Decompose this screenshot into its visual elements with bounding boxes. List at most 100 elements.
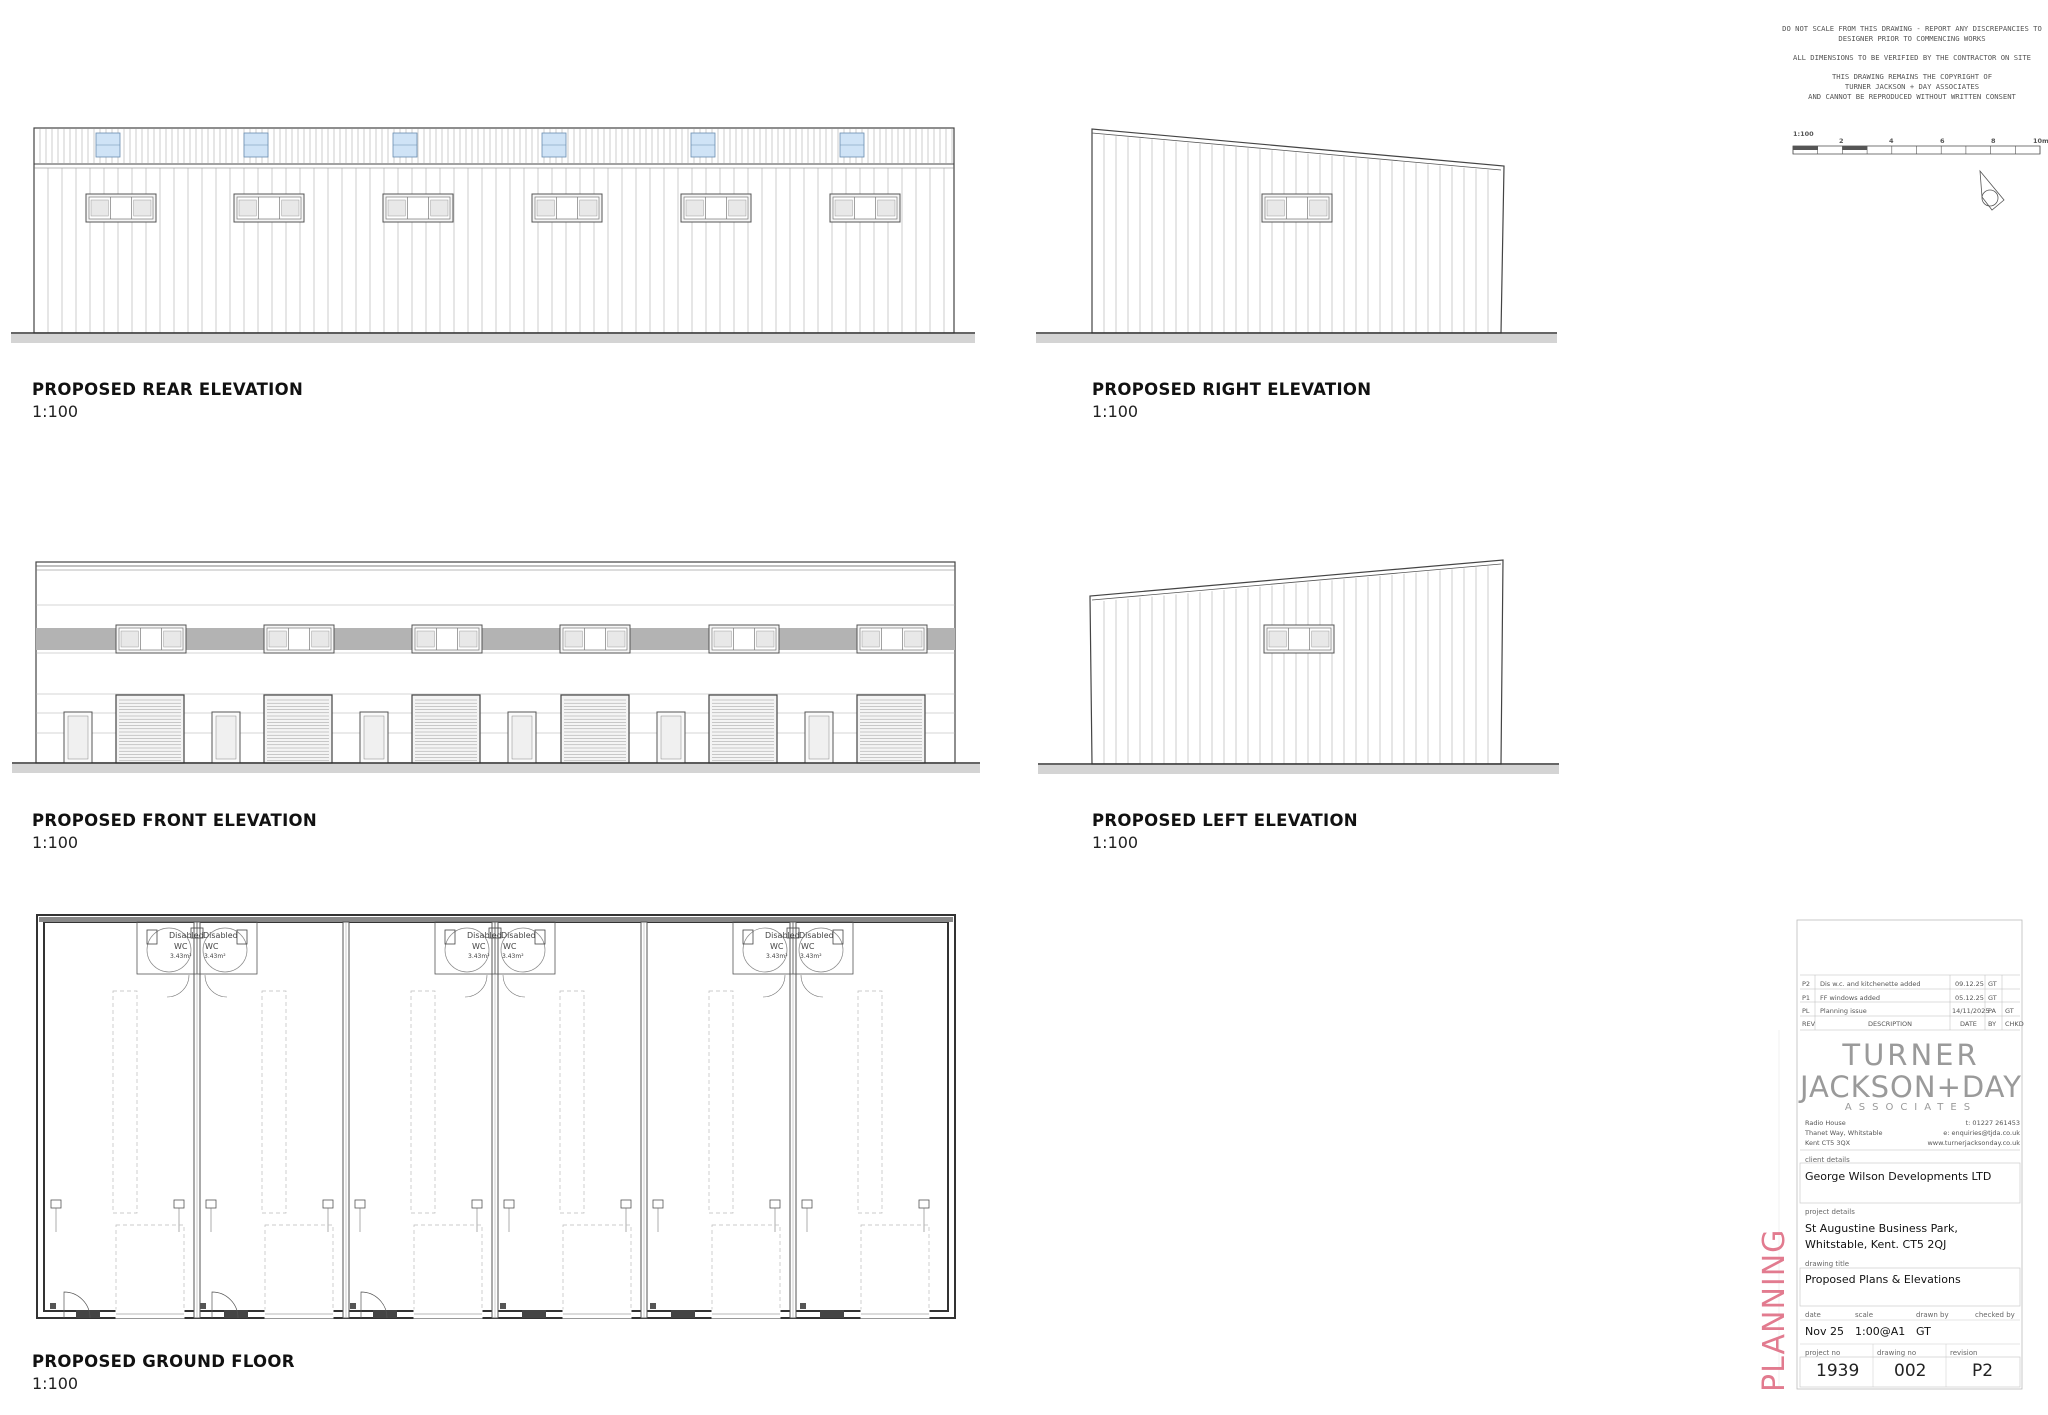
room-label: WC [205,942,219,951]
window-sash [120,630,139,648]
project-no-label: project no [1805,1349,1841,1357]
room-label: WC [503,942,517,951]
room-label: 3.43m² [204,953,226,960]
drawing-title-value: Proposed Plans & Elevations [1805,1273,1961,1286]
project-no-value: 1939 [1816,1361,1860,1381]
door-panel [363,715,385,760]
basin [488,927,502,939]
window-sash [877,199,896,217]
rear-elevation-title: PROPOSED REAR ELEVATION [32,380,304,399]
room-label: 3.43m² [502,953,524,960]
room-label: 3.43m² [170,953,192,960]
numbers-box [1799,1356,2021,1388]
door-panel [808,715,830,760]
window-sash [459,630,478,648]
room-label: Disabled [203,931,238,940]
title-block-lines [1778,145,2041,1390]
title-block-border [1796,919,2023,1390]
pier [373,1310,397,1318]
door-swing [800,974,824,998]
room-label: Disabled [169,931,204,940]
wc-pan [832,929,844,945]
turning-circle [742,927,788,973]
right-elevation-scale: 1:100 [1092,402,1139,421]
revision-row-description: Planning issue [1820,1007,1867,1015]
drawing-no-value: 002 [1894,1361,1927,1381]
revision-row-date: 09.12.25 [1955,980,1984,988]
client-value: George Wilson Developments LTD [1805,1170,1992,1183]
column [50,1303,56,1309]
client-label: client details [1805,1156,1850,1164]
window-sash [311,630,330,648]
window-sash [904,630,923,648]
window-sash [281,199,300,217]
entrance-door-swing [211,1291,239,1319]
revision-row-by: GT [1988,994,1997,1002]
scale-bar-ratio: 1:100 [1793,130,1814,138]
scale-fill [1793,146,1818,150]
room-label: Disabled [467,931,502,940]
note-line: DESIGNER PRIOR TO COMMENCING WORKS [1838,34,1986,43]
left-elevation-title: PROPOSED LEFT ELEVATION [1092,811,1358,830]
revision-row-rev: P1 [1802,994,1811,1002]
window-sash [387,199,406,217]
revision-header-by: BY [1988,1020,1997,1028]
project-line-2: Whitstable, Kent. CT5 2QJ [1805,1238,1947,1251]
drawing-title-label: drawing title [1805,1260,1850,1268]
project-label: project details [1805,1208,1855,1216]
window-sash [133,199,152,217]
revision-header-chkd: CHKD [2005,1020,2024,1028]
drawn-by-label: drawn by [1916,1311,1949,1319]
wc-pan [534,929,546,945]
room-label: Disabled [799,931,834,940]
scale-tick: 8 [1991,137,1996,145]
door-swing [166,974,190,998]
window-sash [756,630,775,648]
storage-zone [708,990,734,1214]
ground-strip [1036,334,1557,343]
entrance-door-swing [360,1291,388,1319]
wall-fill [39,917,953,922]
project-line-1: St Augustine Business Park, [1805,1222,1958,1235]
date-label: date [1805,1311,1821,1319]
basin [786,927,800,939]
window-sash [728,199,747,217]
revision-header-description: DESCRIPTION [1868,1020,1912,1028]
revision-row-by: PA [1988,1007,1996,1015]
door-panel [215,715,237,760]
window-sash [416,630,435,648]
pier [224,1310,248,1318]
contact-line: t: 01227 261453 [1965,1119,2020,1127]
address-line: Radio House [1805,1119,1846,1127]
room-label: Disabled [501,931,536,940]
wc-pan [444,929,456,945]
ground-strip [1038,765,1559,774]
window-sash [713,630,732,648]
turning-circle [798,927,844,973]
column [800,1303,806,1309]
revision-label: revision [1950,1349,1978,1357]
door-panel [67,715,89,760]
drawing-notes: DO NOT SCALE FROM THIS DRAWING - REPORT … [1782,24,2042,102]
building-outline [35,561,956,764]
drawing-no-label: drawing no [1877,1349,1917,1357]
revision-row-rev: P2 [1802,980,1811,988]
window-sash [268,630,287,648]
room-label: 3.43m² [766,953,788,960]
note-line: DO NOT SCALE FROM THIS DRAWING - REPORT … [1782,24,2042,33]
door-panel [511,715,533,760]
drawing-title-box [1799,1267,2021,1307]
room-label: WC [174,942,188,951]
room-label: 3.43m² [468,953,490,960]
date-value: Nov 25 [1805,1325,1844,1338]
basin [190,927,204,939]
window-sash [607,630,626,648]
window-sash [1311,630,1330,648]
front-elevation-title: PROPOSED FRONT ELEVATION [32,811,317,830]
room-label: Disabled [765,931,800,940]
room-label: WC [801,942,815,951]
brand-line-1: TURNER [1842,1038,1980,1072]
revision-value: P2 [1972,1361,1994,1381]
turning-circle [202,927,248,973]
